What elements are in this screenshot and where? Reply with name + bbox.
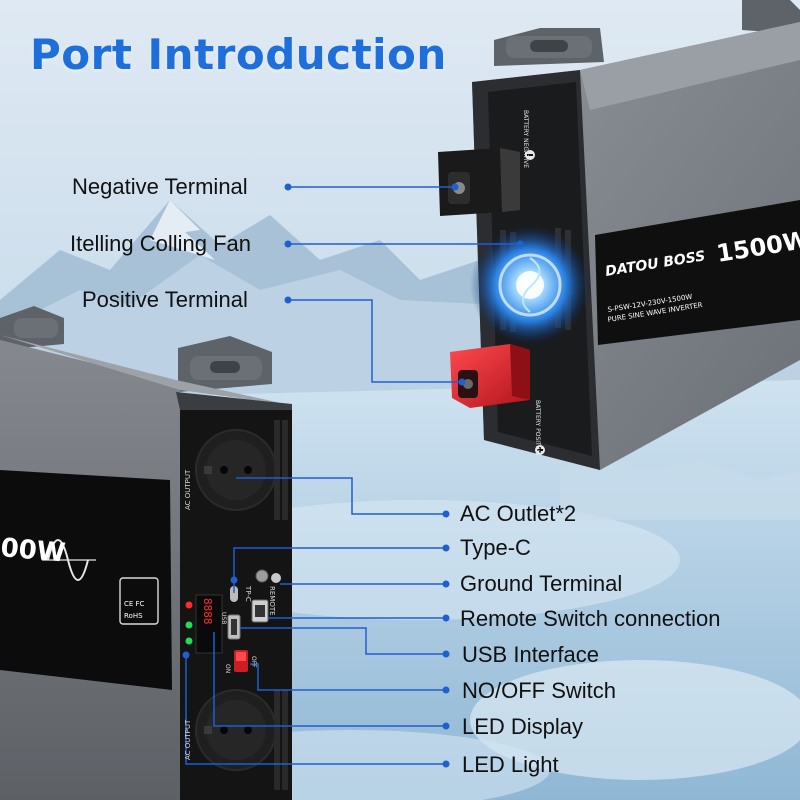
label-led-light: LED Light [462,752,559,777]
ce-fc-text: CE FC [124,600,145,608]
remote-text: REMOTE [268,586,276,616]
battery-positive-text: BATTERY POSITIVE [534,400,541,456]
on-text: ON [224,664,231,673]
label-remote-switch: Remote Switch connection [460,606,721,631]
label-negative-terminal: Negative Terminal [72,174,248,199]
tp-c-text: TP-C [244,585,252,602]
ac-output-top-text: AC OUTPUT [184,469,192,510]
inverter-top [438,0,800,470]
callout-dots [182,183,524,768]
label-positive-terminal: Positive Terminal [82,287,248,312]
label-ac-outlet: AC Outlet*2 [460,501,577,526]
battery-negative-text: BATTERY NEGATIVE [522,110,529,168]
front-power-text: 00W [0,533,67,569]
led-digits: 8888 [201,598,214,625]
inverter-front [0,306,292,800]
label-led-display: LED Display [462,714,584,739]
usb-text: USB [220,612,227,624]
ac-output-bottom-text: AC OUTPUT [184,719,192,760]
rohs-text: RoHS [124,612,143,620]
label-ground-terminal: Ground Terminal [460,571,623,596]
label-usb-interface: USB Interface [462,642,599,667]
off-text: OFF [250,656,257,668]
label-power-switch: NO/OFF Switch [462,678,617,703]
label-cooling-fan: Itelling Colling Fan [70,231,251,256]
label-type-c: Type-C [460,535,531,560]
page-title: Port Introduction [30,30,447,79]
